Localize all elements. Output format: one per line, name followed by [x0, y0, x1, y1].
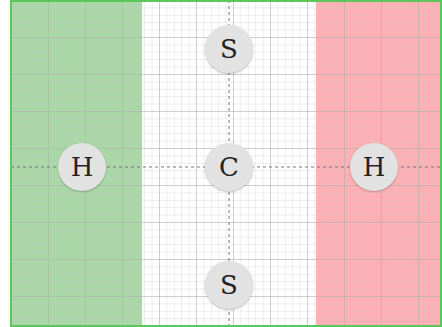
atom-circle: S [205, 25, 253, 73]
atom-symbol: S [220, 272, 238, 298]
atom-symbol: S [220, 36, 238, 62]
atom-circle: H [350, 143, 398, 191]
atom-symbol: H [363, 154, 386, 180]
atom-circle: S [205, 261, 253, 309]
frame-border [11, 1, 441, 326]
atom-circle: H [58, 143, 106, 191]
atom-circle: C [205, 143, 253, 191]
atom-symbol: H [71, 154, 94, 180]
atom-symbol: C [219, 154, 239, 180]
